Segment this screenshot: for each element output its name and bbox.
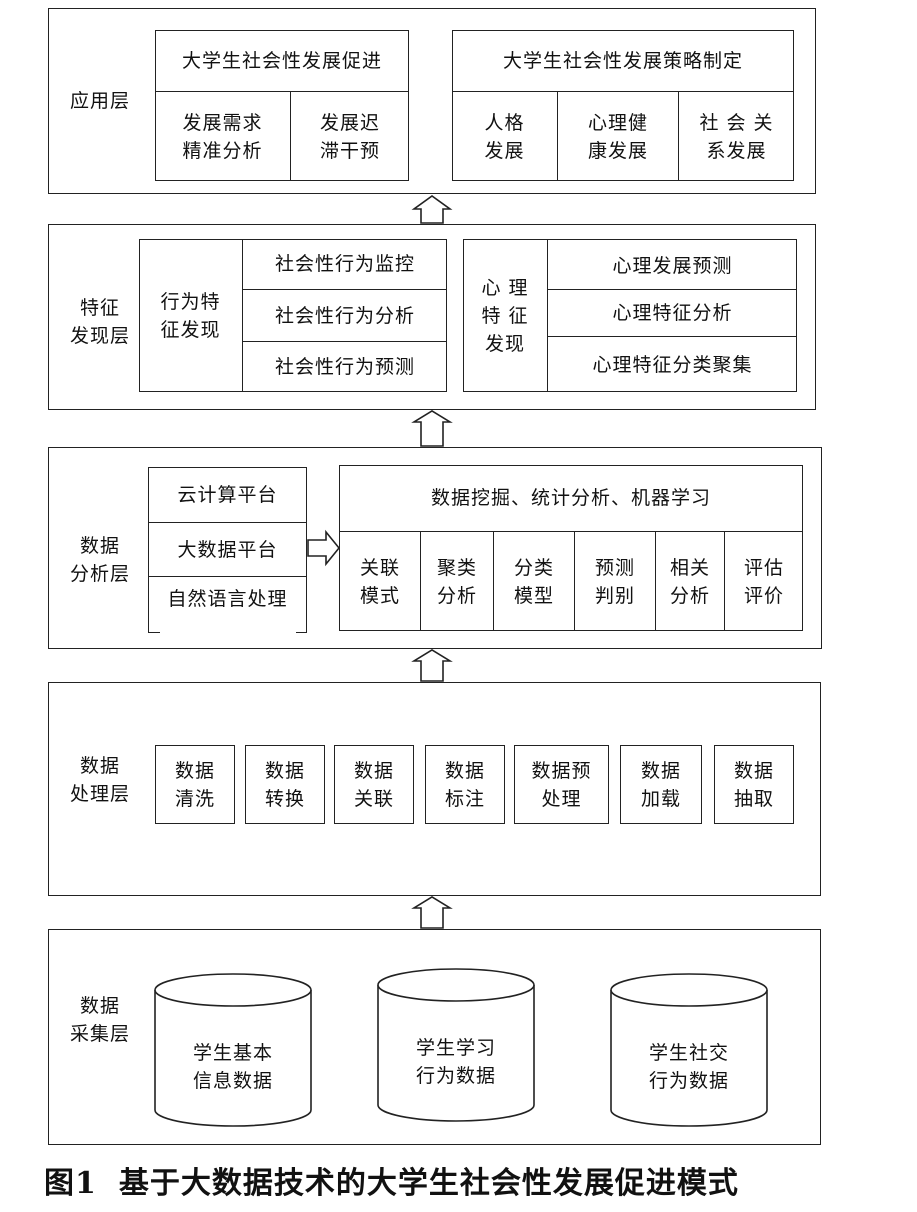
right-arrow bbox=[307, 529, 341, 567]
figure-title: 基于大数据技术的大学生社会性发展促进模式 bbox=[118, 1166, 739, 1201]
cylinder-1-body bbox=[154, 990, 312, 1127]
promote-item-demand-analysis: 发展需求 精准分析 bbox=[182, 111, 263, 162]
method-evaluation: 评估 评价 bbox=[743, 556, 784, 607]
behavior-divider-1 bbox=[242, 289, 447, 290]
psych-title: 心 理 特 征 发现 bbox=[481, 276, 529, 355]
process-extraction: 数据 抽取 bbox=[714, 745, 794, 824]
cylinder-2-top bbox=[377, 968, 535, 1002]
psych-item-predict: 心理发展预测 bbox=[612, 255, 733, 277]
strategy-split-2 bbox=[678, 91, 679, 181]
platform-nlp: 自然语言处理 bbox=[167, 588, 288, 610]
psych-item-cluster: 心理特征分类聚集 bbox=[592, 353, 753, 376]
process-loading: 数据 加载 bbox=[620, 745, 702, 824]
strategy-title: 大学生社会性发展策略制定 bbox=[502, 50, 743, 72]
psych-divider-1 bbox=[547, 289, 797, 290]
behavior-item-analysis: 社会性行为分析 bbox=[274, 304, 415, 327]
behavior-panel bbox=[139, 239, 447, 392]
method-clustering: 聚类 分析 bbox=[436, 556, 477, 607]
strategy-item-social-relations: 社 会 关 系发展 bbox=[699, 111, 774, 162]
methods-panel bbox=[339, 465, 803, 631]
strategy-item-mental-health: 心理健 康发展 bbox=[587, 111, 648, 162]
promote-split bbox=[290, 91, 291, 181]
up-arrow-2 bbox=[411, 410, 453, 447]
feature-layer-label: 特征 发现层 bbox=[69, 297, 130, 347]
behavior-item-monitor: 社会性行为监控 bbox=[274, 253, 415, 275]
promote-title: 大学生社会性发展促进 bbox=[181, 50, 382, 72]
method-correlation: 相关 分析 bbox=[669, 556, 710, 607]
platform-cloud-computing: 云计算平台 bbox=[177, 483, 278, 506]
up-arrow-1 bbox=[411, 195, 453, 224]
promote-divider bbox=[155, 91, 409, 92]
methods-split-3 bbox=[574, 531, 575, 631]
figure-number: 图1 bbox=[44, 1166, 97, 1201]
promote-item-delay-intervention: 发展迟 滞干预 bbox=[319, 111, 380, 162]
method-association: 关联 模式 bbox=[359, 556, 400, 607]
behavior-divider-2 bbox=[242, 341, 447, 342]
up-arrow-4 bbox=[411, 896, 453, 929]
psych-panel bbox=[463, 239, 797, 392]
up-arrow-3 bbox=[411, 649, 453, 682]
behavior-split bbox=[242, 239, 243, 392]
psych-divider-2 bbox=[547, 336, 797, 337]
method-classification: 分类 模型 bbox=[513, 556, 554, 607]
methods-split-2 bbox=[493, 531, 494, 631]
store-learning-behavior: 学生学习 行为数据 bbox=[415, 1037, 496, 1087]
platforms-divider-1 bbox=[148, 522, 307, 523]
platforms-panel bbox=[148, 467, 307, 633]
platforms-bottom-right bbox=[296, 632, 307, 633]
analysis-layer-label: 数据 分析层 bbox=[69, 535, 130, 585]
method-prediction: 预测 判别 bbox=[594, 556, 635, 607]
process-cleaning: 数据 清洗 bbox=[155, 745, 235, 824]
behavior-item-predict: 社会性行为预测 bbox=[274, 356, 415, 378]
cylinder-3-body bbox=[610, 990, 768, 1127]
strategy-panel bbox=[452, 30, 794, 181]
processing-layer-label: 数据 处理层 bbox=[69, 755, 130, 805]
process-preprocessing: 数据预 处理 bbox=[514, 745, 609, 824]
process-annotation: 数据 标注 bbox=[425, 745, 505, 824]
platforms-bottom-left bbox=[148, 632, 160, 633]
methods-title: 数据挖掘、统计分析、机器学习 bbox=[430, 487, 711, 509]
platform-big-data: 大数据平台 bbox=[177, 538, 278, 561]
methods-split-1 bbox=[420, 531, 421, 631]
psych-split bbox=[547, 239, 548, 392]
process-transform: 数据 转换 bbox=[245, 745, 325, 824]
platforms-divider-2 bbox=[148, 576, 307, 577]
store-student-basic-info: 学生基本 信息数据 bbox=[192, 1042, 273, 1092]
cylinder-1-top bbox=[154, 973, 312, 1007]
methods-divider bbox=[339, 531, 803, 532]
cylinder-3-top bbox=[610, 973, 768, 1007]
cylinder-2-body bbox=[377, 985, 535, 1122]
process-association: 数据 关联 bbox=[334, 745, 414, 824]
strategy-split-1 bbox=[557, 91, 558, 181]
psych-item-analysis: 心理特征分析 bbox=[612, 302, 733, 324]
collection-layer-label: 数据 采集层 bbox=[69, 995, 130, 1045]
methods-split-4 bbox=[655, 531, 656, 631]
store-social-behavior: 学生社交 行为数据 bbox=[648, 1042, 729, 1092]
application-layer-label: 应用层 bbox=[69, 90, 130, 112]
behavior-title: 行为特 征发现 bbox=[160, 290, 221, 341]
methods-split-5 bbox=[724, 531, 725, 631]
strategy-divider bbox=[452, 91, 794, 92]
promote-panel bbox=[155, 30, 409, 181]
strategy-item-personality: 人格 发展 bbox=[484, 111, 525, 162]
figure-caption: 图1 基于大数据技术的大学生社会性发展促进模式 bbox=[44, 1162, 884, 1206]
